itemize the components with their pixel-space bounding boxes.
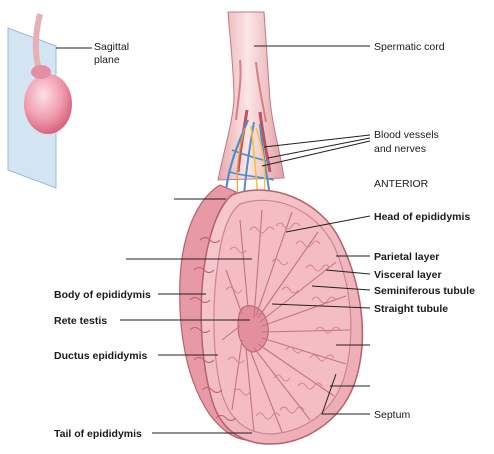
- label-straight-tubule: Straight tubule: [374, 303, 448, 315]
- labels: Sagittal plane Spermatic cord Blood vess…: [54, 41, 475, 440]
- label-head-of-epididymis: Head of epididymis: [374, 211, 470, 223]
- septa-lines: [221, 209, 351, 433]
- testis-body: [179, 184, 364, 445]
- label-blood-vessels-line2: and nerves: [374, 143, 426, 155]
- visceral-layer-leader: [325, 269, 371, 275]
- spermatic-cord-shape: [217, 11, 285, 181]
- vessels-leader-1: [263, 134, 371, 148]
- seminiferous-tubules: [225, 222, 341, 420]
- label-spermatic-cord: Spermatic cord: [374, 41, 445, 53]
- vessels-and-nerves: [224, 119, 275, 199]
- inset-cord: [32, 13, 43, 67]
- label-sagittal-line1: Sagittal: [94, 41, 129, 53]
- inset-figure: [7, 13, 92, 189]
- label-body-of-epididymis: Body of epididymis: [54, 289, 151, 301]
- vessels-leader-2: [267, 137, 371, 159]
- leader-lines: [120, 45, 371, 434]
- label-seminiferous-tubule: Seminiferous tubule: [374, 285, 475, 297]
- label-visceral-layer: Visceral layer: [374, 269, 442, 281]
- label-rete-testis: Rete testis: [54, 315, 107, 327]
- label-tail-of-epididymis: Tail of epididymis: [54, 428, 142, 440]
- label-sagittal-line2: plane: [94, 54, 120, 66]
- vessels-leader-3: [261, 140, 371, 167]
- label-ductus-epididymis: Ductus epididymis: [54, 350, 148, 362]
- seminiferous-tubule-leader: [311, 285, 371, 291]
- inset-epididymis: [31, 65, 51, 79]
- epididymis-coils: [189, 237, 237, 421]
- label-septum: Septum: [374, 409, 410, 421]
- septum-leader: [321, 373, 370, 415]
- label-parietal-layer: Parietal layer: [374, 251, 439, 263]
- head-of-epididymis-leader: [285, 215, 371, 233]
- straight-tubule-leader: [271, 303, 371, 309]
- inset-testis: [24, 74, 72, 134]
- label-blood-vessels-line1: Blood vessels: [374, 129, 439, 141]
- label-anterior: ANTERIOR: [374, 178, 429, 190]
